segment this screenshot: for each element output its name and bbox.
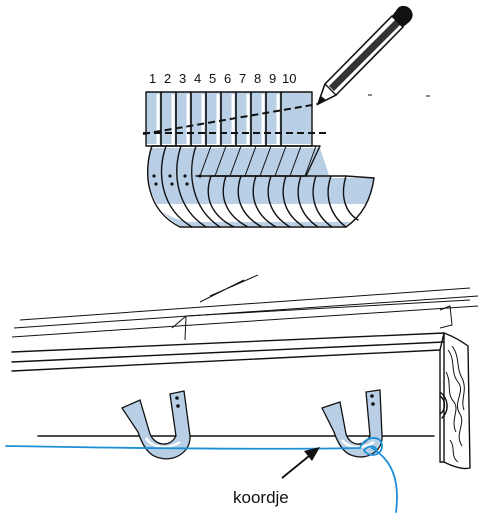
strap-number-4: 4 [194, 71, 201, 86]
strap-number-5: 5 [209, 71, 216, 86]
rafter-end [439, 332, 471, 470]
strap-number-6: 6 [224, 71, 231, 86]
bracket-set-illustration: 1 2 3 4 5 6 7 8 9 10 [142, 5, 430, 228]
strap-number-9: 9 [269, 71, 276, 86]
callout-label: koordje [233, 488, 289, 507]
pencil-icon [316, 5, 413, 106]
strap-number-7: 7 [239, 71, 246, 86]
string-line [5, 437, 398, 513]
string-loose-end [371, 447, 398, 513]
strap-stack [145, 91, 313, 147]
screw-holes [152, 174, 202, 186]
strap-number-1: 1 [149, 71, 156, 86]
string-knot [359, 437, 383, 456]
callout: koordje [233, 447, 320, 507]
arrow-head-icon [304, 447, 320, 461]
bracket-hooks [146, 145, 375, 228]
strap-number-10: 10 [282, 71, 296, 86]
roof-boards [11, 274, 479, 372]
roof-edge-illustration: koordje [5, 274, 479, 513]
slope-dashed-line [142, 103, 319, 135]
strap-number-2: 2 [164, 71, 171, 86]
strap-numbers: 1 2 3 4 5 6 7 8 9 10 [149, 71, 296, 86]
strap-number-3: 3 [179, 71, 186, 86]
strap-number-8: 8 [254, 71, 261, 86]
